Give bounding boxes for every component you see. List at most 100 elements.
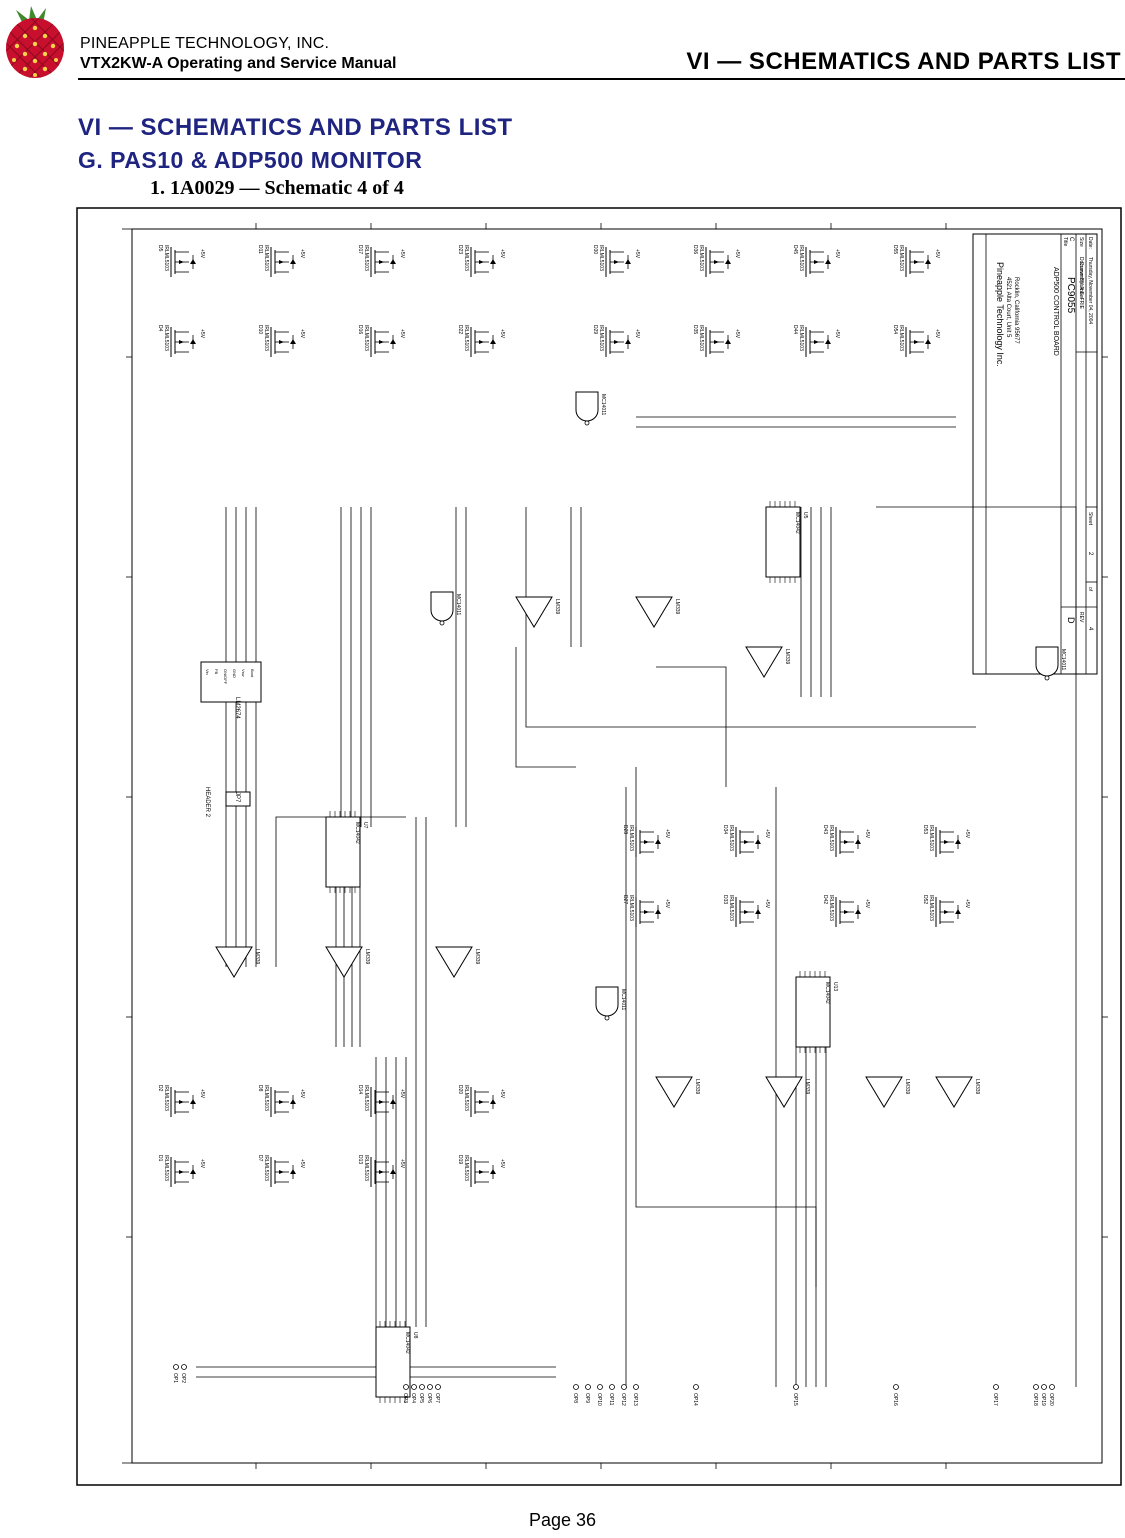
supply-label: +5V: [964, 829, 970, 839]
test-point-label: OP12: [620, 1393, 626, 1406]
ic-u13: [795, 971, 831, 1053]
test-point-op12: [621, 1384, 627, 1390]
ic-ref: U13: [832, 982, 838, 991]
mosfet-ref: D14: [357, 1085, 363, 1094]
mosfet-ref: D22: [457, 325, 463, 334]
nand-part: MC14011: [600, 394, 606, 416]
mosfet-ref: D54: [892, 325, 898, 334]
ic-ref: U8: [412, 1332, 418, 1339]
ic-part: MC14042: [794, 512, 800, 534]
mosfet-part: IRLML5103: [363, 1085, 369, 1111]
pineapple-logo-icon: [6, 6, 64, 78]
mosfet-ref: D20: [457, 1085, 463, 1094]
ic-ref: U7: [362, 822, 368, 829]
mosfet-ref: D34: [722, 825, 728, 834]
mosfet-part: IRLML5103: [598, 245, 604, 271]
supply-label: +5V: [864, 829, 870, 839]
nand-part: MC14011: [620, 989, 626, 1011]
mosfet-d17: [370, 247, 396, 277]
mosfet-d30: [605, 247, 631, 277]
mosfet-ref: D17: [357, 245, 363, 254]
title-block: Pineapple Technology Inc. 4521 Alta Cour…: [972, 233, 1098, 675]
supply-label: +5V: [499, 249, 505, 259]
mosfet-part: IRLML5103: [698, 245, 704, 271]
mosfet-part: IRLML5103: [463, 245, 469, 271]
test-point-label: OP18: [1032, 1393, 1038, 1406]
mosfet-part: IRLML5103: [263, 1085, 269, 1111]
supply-label: +5V: [299, 329, 305, 339]
tb-drawn: Drawn By: R.E. FRIE: [1078, 262, 1084, 310]
mosfet-part: IRLML5103: [598, 325, 604, 351]
connector-jp7: [225, 791, 251, 807]
mosfet-ref: D55: [892, 245, 898, 254]
comparator-part: LM339: [474, 949, 480, 965]
mosfet-part: IRLML5103: [363, 325, 369, 351]
section-title: VI — SCHEMATICS AND PARTS LIST: [686, 48, 1121, 75]
mosfet-d44: [805, 327, 831, 357]
test-point-label: OP13: [632, 1393, 638, 1406]
comparator-part: LM339: [554, 599, 560, 615]
ic-u5: [765, 501, 801, 583]
mosfet-ref: D2: [157, 1085, 163, 1092]
tb-date-label: Date:: [1087, 237, 1093, 249]
mosfet-part: IRLML5103: [928, 895, 934, 921]
mosfet-part: IRLML5103: [363, 1155, 369, 1181]
mosfet-d2: [170, 1087, 196, 1117]
mosfet-ref: D36: [692, 245, 698, 254]
supply-label: +5V: [634, 249, 640, 259]
page-header: PINEAPPLE TECHNOLOGY, INC. VTX2KW-A Oper…: [0, 0, 1125, 90]
supply-label: +5V: [864, 899, 870, 909]
test-point-label: OP5: [418, 1393, 424, 1403]
supply-label: +5V: [934, 249, 940, 259]
comparator-part: LM339: [804, 1079, 810, 1095]
tb-address1: 4521 Alta Court, Unit 5: [1005, 277, 1011, 338]
test-point-op10: [597, 1384, 603, 1390]
test-point-op2: [181, 1364, 187, 1370]
nand-u10d: [575, 391, 599, 426]
comparator-7: [655, 1076, 693, 1108]
mosfet-d35: [705, 327, 731, 357]
supply-label: +5V: [834, 249, 840, 259]
tb-of: 4: [1087, 627, 1093, 631]
mosfet-ref: D33: [722, 895, 728, 904]
mosfet-d5: [170, 247, 196, 277]
supply-label: +5V: [764, 899, 770, 909]
mosfet-part: IRLML5103: [798, 325, 804, 351]
mosfet-part: IRLML5103: [163, 1085, 169, 1111]
mosfet-d36: [705, 247, 731, 277]
mosfet-ref: D19: [457, 1155, 463, 1164]
test-point-op4: [411, 1384, 417, 1390]
mosfet-ref: D27: [622, 895, 628, 904]
mosfet-d34: [735, 827, 761, 857]
mosfet-part: IRLML5103: [628, 895, 634, 921]
regulator-pin: FB: [214, 669, 219, 674]
mosfet-d20: [470, 1087, 496, 1117]
ic-part: MC14042: [354, 822, 360, 844]
mosfet-ref: D44: [792, 325, 798, 334]
comparator-6: [745, 646, 783, 678]
mosfet-d23: [470, 247, 496, 277]
mosfet-ref: D43: [822, 825, 828, 834]
mosfet-part: IRLML5103: [628, 825, 634, 851]
regulator-pin: Vsw: [241, 669, 246, 677]
mosfet-ref: D23: [457, 245, 463, 254]
supply-label: +5V: [734, 249, 740, 259]
mosfet-part: IRLML5103: [898, 245, 904, 271]
test-point-label: OP3: [402, 1393, 408, 1403]
comparator-8: [765, 1076, 803, 1108]
ic-ref: U5: [802, 512, 808, 519]
mosfet-ref: D42: [822, 895, 828, 904]
mosfet-part: IRLML5103: [828, 895, 834, 921]
comparator-5: [635, 596, 673, 628]
test-point-op18: [1033, 1384, 1039, 1390]
mosfet-part: IRLML5103: [363, 245, 369, 271]
mosfet-ref: D7: [257, 1155, 263, 1162]
test-point-op13: [633, 1384, 639, 1390]
supply-label: +5V: [299, 1089, 305, 1099]
comparator-part: LM339: [674, 599, 680, 615]
mosfet-part: IRLML5103: [828, 825, 834, 851]
comparator-2: [325, 946, 363, 978]
mosfet-d28: [635, 827, 661, 857]
test-point-op17: [993, 1384, 999, 1390]
